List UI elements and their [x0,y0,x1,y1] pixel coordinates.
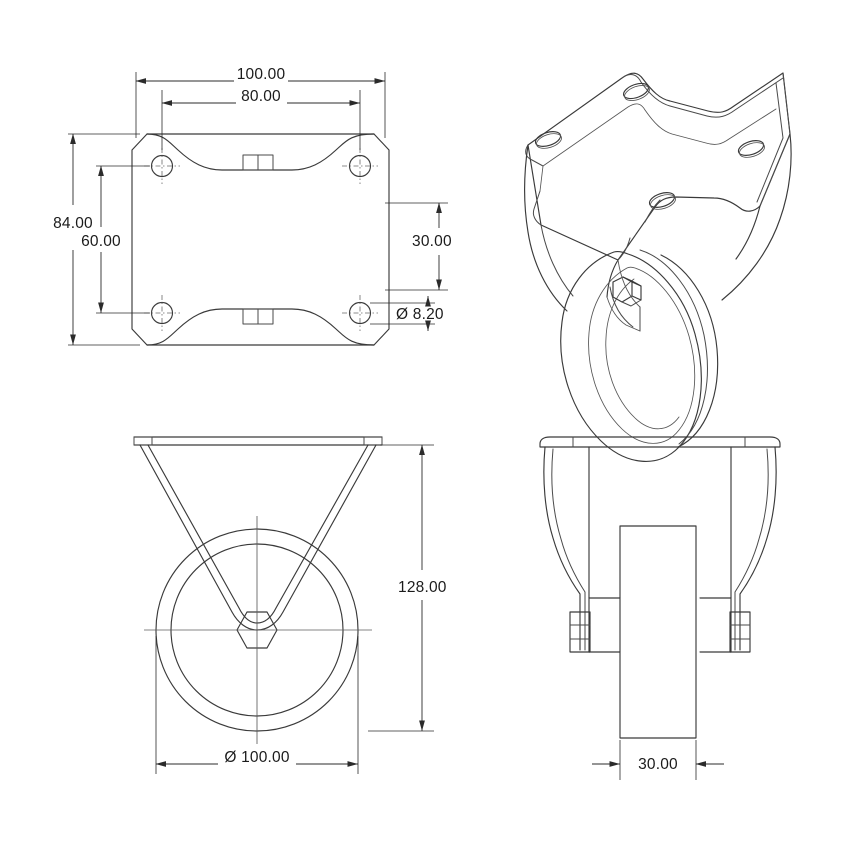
dim-hole-spacing-80: 80.00 [161,88,361,150]
side-wheel-body [619,525,697,739]
side-axle-nut-left [569,611,591,653]
dim-wheel-width-30: 30.00 [592,740,724,780]
dim-label-30-width: 30.00 [638,756,678,773]
bolt-hole-top-right [342,148,378,184]
dim-hole-dia-820: Ø 8.20 [370,296,444,331]
bolt-hole-top-left [144,148,180,184]
dim-label-60: 60.00 [81,233,121,250]
iso-bolt-hole-1 [623,82,650,101]
iso-axle-hex-nut [612,276,642,307]
dim-hole-spacing-60: 60.00 [81,165,150,314]
side-bracket-inner-faces [588,446,732,653]
side-mounting-plate [539,436,781,448]
iso-bolt-hole-2 [534,131,562,149]
bolt-hole-bottom-right [342,295,378,331]
iso-bolt-hole-4 [648,192,676,210]
dim-overall-height-128: 128.00 [368,444,447,732]
dim-wheel-dia-100: Ø 100.00 [155,636,359,774]
dim-plate-height-84: 84.00 [53,133,140,346]
plate-center-tab-top [242,154,274,171]
dim-label-80: 80.00 [241,88,281,105]
dim-label-100-dia: Ø 100.00 [224,749,290,766]
dim-label-100: 100.00 [237,66,286,83]
dim-label-30-plate: 30.00 [412,233,452,250]
dim-plate-inner-30: 30.00 [385,202,452,291]
front-mounting-plate [133,436,383,446]
view-side: 30.00 [539,436,781,780]
dim-label-84: 84.00 [53,215,93,232]
side-axle-nut-right [729,611,751,653]
iso-bolt-hole-3 [737,140,765,158]
view-top-plate: 100.00 80.00 84.00 [53,66,452,346]
plate-center-tab-bottom [242,308,274,325]
view-front-wheel: 128.00 Ø 100.00 [133,436,447,774]
dim-label-128: 128.00 [398,579,447,596]
view-isometric [524,72,792,462]
dim-label-820: Ø 8.20 [396,306,444,323]
bolt-hole-bottom-left [144,295,180,331]
side-bracket-body [543,446,777,651]
dim-plate-width-100: 100.00 [135,66,386,138]
